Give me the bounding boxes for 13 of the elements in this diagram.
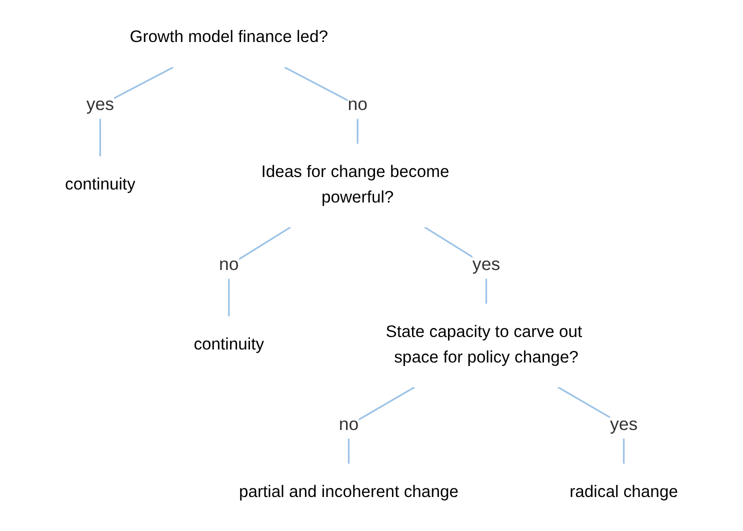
node-text: radical change [570, 482, 678, 502]
node-text: continuity [194, 335, 264, 354]
edge-label: no [348, 96, 368, 114]
node-text: continuity [65, 175, 136, 194]
node-text: Ideas for change become powerful? [261, 162, 450, 207]
edge-label: yes [610, 415, 638, 434]
edge-label: no [219, 256, 239, 274]
node-text: State capacity to carve out space for policy change? [386, 322, 582, 367]
node-text: partial and incoherent change [238, 482, 459, 502]
node-text: Growth model finance led? [130, 28, 328, 47]
edge-label: yes [472, 256, 500, 274]
edge-label: no [338, 415, 359, 434]
edge-label: yes [86, 96, 114, 114]
